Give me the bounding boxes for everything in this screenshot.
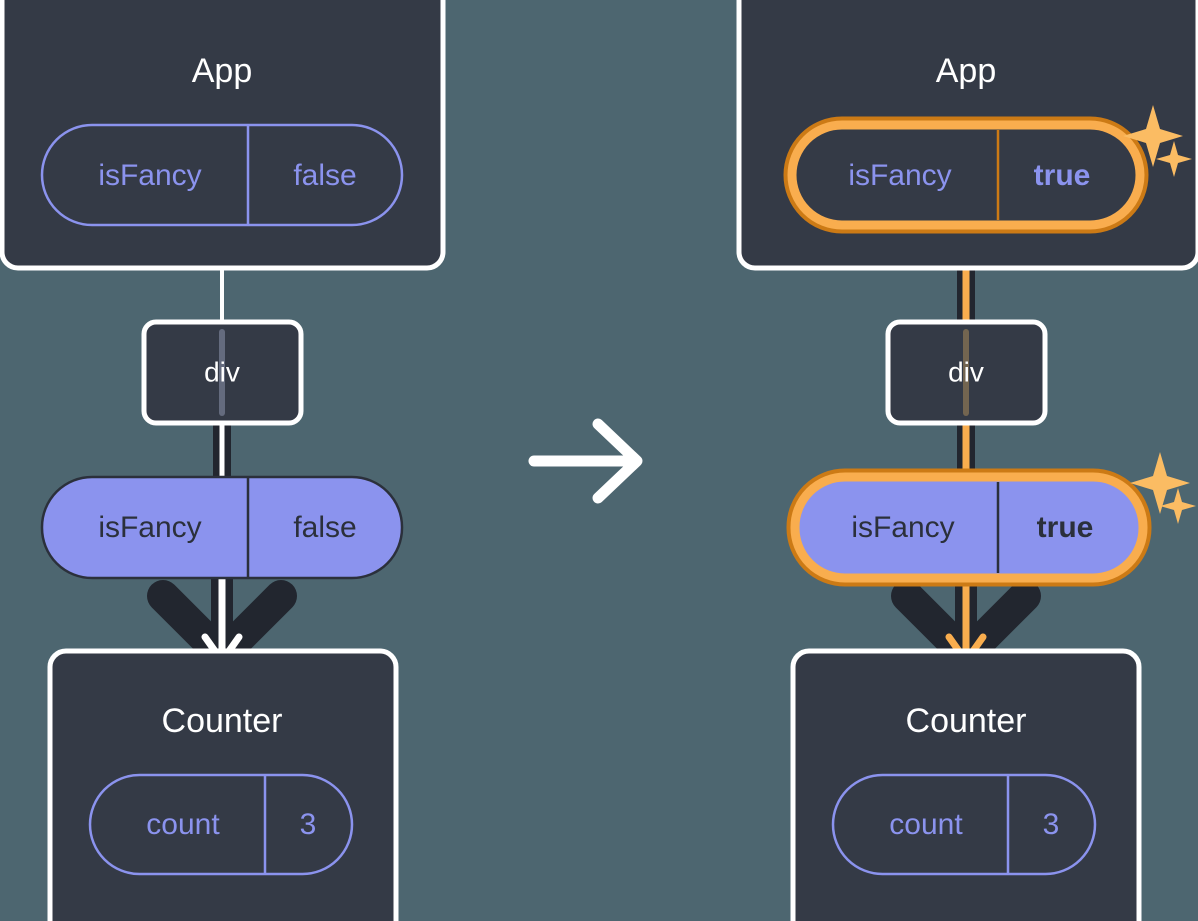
counter-panel-title: Counter [906, 702, 1027, 740]
state-pill-value: 3 [300, 808, 317, 841]
app-panel-box [0, 0, 446, 271]
prop-pill-body [40, 475, 404, 580]
state-pill-value: 3 [1043, 808, 1060, 841]
panel-before: App isFancy false div [0, 0, 446, 921]
sparkle-icon-prop [1130, 452, 1196, 524]
app-panel-title: App [936, 52, 997, 90]
panel-after: App isFancy true div [736, 0, 1198, 921]
counter-panel-box [47, 648, 399, 921]
div-node-label: div [948, 356, 984, 387]
div-node-label: div [204, 356, 240, 387]
prop-pill-key: isFancy [98, 511, 201, 544]
counter-panel-title: Counter [162, 702, 283, 740]
transition-arrow-right-icon [528, 418, 643, 504]
app-panel-before: App isFancy false [0, 0, 446, 271]
state-pill-outline [40, 123, 404, 227]
state-pill-value: true [1034, 159, 1091, 192]
state-pill-key: isFancy [848, 159, 951, 192]
app-state-pill-before[interactable]: isFancy false [40, 123, 404, 227]
sparkle-icon-app [1123, 105, 1192, 177]
prop-pill-key: isFancy [851, 511, 954, 544]
sparkle-icon-large [1130, 452, 1190, 514]
state-pill-value: false [293, 159, 356, 192]
state-pill-key: count [889, 808, 963, 841]
app-state-pill-after[interactable]: isFancy true [783, 116, 1149, 234]
state-pill-outline [831, 773, 1097, 876]
sparkle-icon-small [1156, 141, 1192, 177]
counter-state-pill-after[interactable]: count 3 [831, 773, 1097, 876]
state-pill-key: count [146, 808, 220, 841]
prop-pill-value: false [293, 511, 356, 544]
state-pill-highlight-inner-ring [787, 120, 1145, 230]
div-node-after: div [885, 319, 1048, 426]
counter-panel-box [790, 648, 1142, 921]
prop-pill-before[interactable]: isFancy false [40, 475, 404, 580]
div-node-before: div [141, 319, 304, 426]
sparkle-icon-small [1160, 488, 1196, 524]
state-pill-key: isFancy [98, 159, 201, 192]
prop-pill-value: true [1037, 511, 1094, 544]
prop-pill-highlight-inner-ring [790, 472, 1148, 583]
counter-state-pill-before[interactable]: count 3 [88, 773, 354, 876]
app-panel-title: App [192, 52, 253, 90]
counter-panel-after: Counter count 3 [790, 648, 1142, 921]
prop-pill-after[interactable]: isFancy true [786, 468, 1152, 587]
state-pill-outline [88, 773, 354, 876]
sparkle-icon-large [1123, 105, 1183, 167]
app-panel-after: App isFancy true [736, 0, 1198, 271]
counter-panel-before: Counter count 3 [47, 648, 399, 921]
